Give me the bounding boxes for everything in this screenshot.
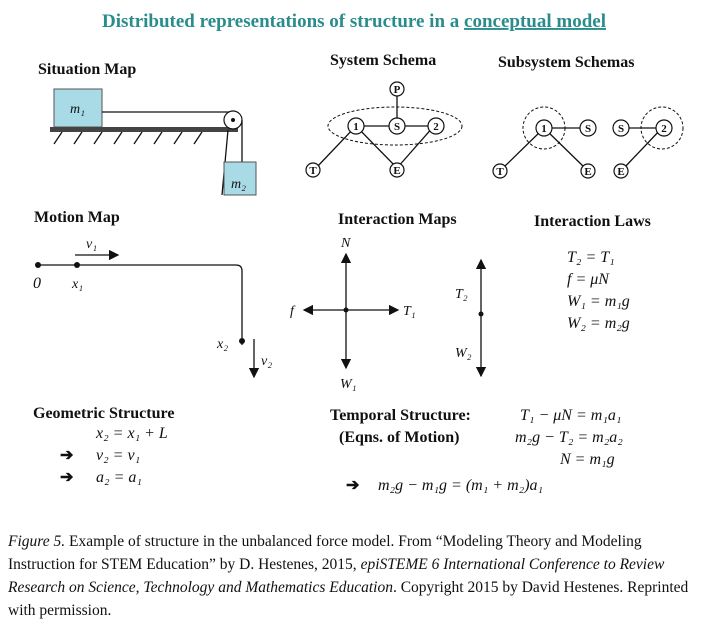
law-1: T₂ = T₁ — [567, 249, 615, 266]
svg-text:T: T — [496, 166, 504, 178]
figure: Distributed representations of structure… — [33, 11, 684, 494]
caption-venue: epiSTEME 6 International Conference to R… — [8, 555, 665, 596]
subsystem-schemas: 1 S S 2 T E E — [492, 106, 684, 179]
geom-eq-3: a₂ = a₁ — [96, 469, 142, 486]
table-top — [50, 127, 238, 132]
subsystem-schemas-heading: Subsystem Schemas — [498, 54, 634, 71]
motion-map: v₁ 0 x₁ x₂ v₂ — [33, 237, 272, 379]
block-m2 — [223, 161, 257, 196]
law-4: W₂ = m₂g — [567, 315, 630, 332]
svg-text:E: E — [393, 165, 400, 177]
schema-node-p — [389, 81, 405, 97]
svg-text:S: S — [394, 121, 400, 133]
motion-x1: x₁ — [71, 277, 83, 292]
svg-text:E: E — [617, 166, 624, 178]
schema-node-e — [389, 162, 405, 178]
geometric-structure-heading: Geometric Structure — [33, 405, 174, 422]
block-m2-label: m₂ — [231, 177, 246, 192]
svg-text:2: 2 — [433, 121, 439, 133]
motion-origin: 0 — [33, 275, 41, 292]
table-hatching — [53, 131, 203, 145]
force-w2: W₂ — [455, 346, 472, 361]
system-schema-heading: System Schema — [330, 52, 436, 69]
situation-map: m₁ m₂ — [50, 88, 257, 196]
force-f: f — [290, 304, 296, 319]
geom-eq-1: x₂ = x₁ + L — [95, 425, 168, 442]
block-m1 — [53, 88, 103, 128]
motion-map-heading: Motion Map — [34, 209, 120, 226]
svg-text:S: S — [585, 123, 591, 135]
temporal-structure-heading: Temporal Structure: — [330, 407, 471, 424]
svg-text:2: 2 — [661, 123, 667, 135]
force-w1: W₁ — [340, 377, 357, 392]
caption-label: Figure 5. — [8, 532, 66, 550]
law-2: f = μN — [567, 271, 610, 288]
temporal-eq-2: m₂g − T₂ = m₂a₂ — [515, 429, 623, 446]
svg-text:1: 1 — [353, 121, 359, 133]
temporal-eq-1: T₁ − μN = m₁a₁ — [520, 407, 621, 424]
interaction-maps-heading: Interaction Maps — [338, 211, 457, 228]
result-equation: m₂g − m₁g = (m₁ + m₂)a₁ — [378, 477, 543, 494]
result-arrow: ➔ — [346, 477, 360, 494]
svg-text:P: P — [394, 84, 401, 96]
motion-path — [37, 264, 243, 345]
force-t2: T₂ — [455, 287, 468, 302]
temporal-structure-sub: (Eqns. of Motion) — [339, 429, 459, 446]
figure-caption: Figure 5. Example of structure in the un… — [8, 530, 700, 622]
geom-arrow-2: ➔ — [60, 469, 74, 486]
svg-text:S: S — [618, 123, 624, 135]
geom-arrow-1: ➔ — [60, 447, 74, 464]
system-boundary — [327, 106, 463, 146]
schema-node-1 — [347, 117, 365, 135]
motion-v2: v₂ — [261, 354, 272, 369]
caption-text-1: Example of structure in the unbalanced f… — [8, 532, 642, 573]
schema-node-t — [305, 162, 321, 178]
geom-eq-2: v₂ = v₁ — [96, 447, 140, 464]
force-n: N — [340, 236, 351, 251]
schema-node-2 — [427, 117, 445, 135]
system-schema: P 1 S 2 T E — [305, 81, 463, 178]
schema-node-s — [388, 117, 406, 135]
geometric-structure: x₂ = x₁ + L ➔ v₂ = v₁ ➔ a₂ = a₁ — [60, 425, 168, 486]
figure-title: Distributed representations of structure… — [102, 11, 606, 32]
motion-x2: x₂ — [216, 337, 228, 352]
svg-text:1: 1 — [541, 123, 547, 135]
situation-map-heading: Situation Map — [38, 61, 136, 78]
temporal-structure: T₁ − μN = m₁a₁ m₂g − T₂ = m₂a₂ N = m₁g ➔… — [346, 407, 623, 494]
law-3: W₁ = m₁g — [567, 293, 630, 310]
svg-text:E: E — [584, 166, 591, 178]
interaction-maps: N f T₁ W₁ T₂ W₂ — [290, 236, 487, 392]
block-m1-label: m₁ — [70, 102, 85, 117]
interaction-laws: T₂ = T₁ f = μN W₁ = m₁g W₂ = m₂g — [567, 249, 630, 332]
svg-text:T: T — [309, 165, 317, 177]
interaction-laws-heading: Interaction Laws — [534, 213, 651, 230]
temporal-eq-3: N = m₁g — [559, 451, 615, 468]
force-t1: T₁ — [403, 304, 416, 319]
figure-canvas: Distributed representations of structure… — [33, 11, 684, 494]
motion-v1: v₁ — [86, 237, 97, 252]
